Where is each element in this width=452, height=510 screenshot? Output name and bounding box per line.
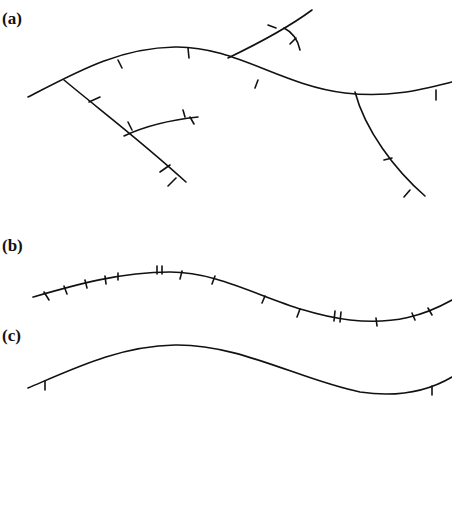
sparse-chain xyxy=(28,345,452,395)
panel-label: (c) xyxy=(2,327,21,344)
ticked-chain xyxy=(33,266,452,326)
branched-chain xyxy=(28,10,452,197)
panel-label: (a) xyxy=(2,10,22,27)
panel-label: (b) xyxy=(2,237,23,254)
